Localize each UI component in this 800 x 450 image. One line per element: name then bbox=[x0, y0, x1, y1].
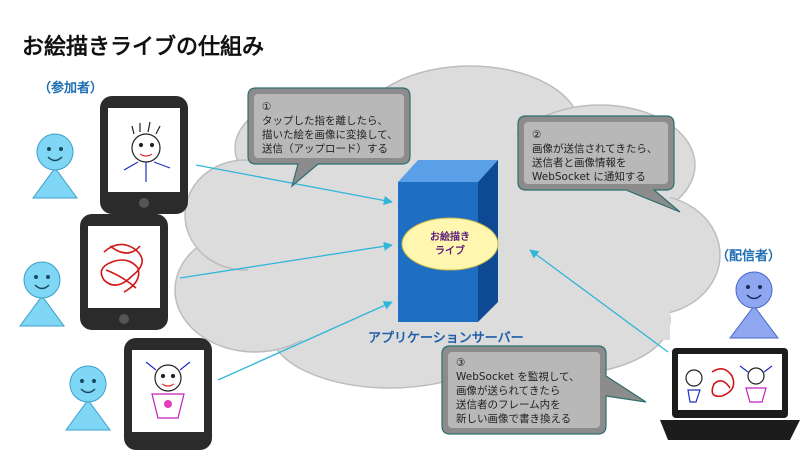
page-title: お絵描きライブの仕組み bbox=[22, 34, 264, 60]
callout-step3: ③ WebSocket を監視して、 画像が送られてきたら 送信者のフレーム内を… bbox=[441, 345, 647, 435]
callout-step2-line2: 送信者と画像情報を bbox=[532, 156, 627, 169]
app-name-line2: ライブ bbox=[435, 244, 465, 257]
app-name-line1: お絵描き bbox=[430, 230, 470, 243]
drawing-scribble bbox=[100, 243, 143, 293]
person-icon bbox=[729, 271, 779, 339]
callout-step3-line2: 画像が送られてきたら bbox=[456, 384, 560, 397]
callout-step1: ① タップした指を離したら、 描いた絵を画像に変換して、 送信（アップロード）す… bbox=[247, 87, 411, 188]
server-label: アプリケーションサーバー bbox=[368, 331, 524, 346]
callout-step3-number: ③ bbox=[456, 357, 465, 369]
drawing-character bbox=[145, 361, 191, 419]
smartphone-icon bbox=[80, 214, 168, 330]
callout-step2-line3: WebSocket に通知する bbox=[532, 170, 646, 183]
arrow-phone2-server bbox=[179, 241, 393, 279]
callout-step3-line4: 新しい画像で書き換える bbox=[456, 412, 571, 425]
person-icon bbox=[65, 365, 111, 431]
callout-step1-line2: 描いた絵を画像に変換して、 bbox=[262, 128, 398, 141]
app-name-oval bbox=[401, 217, 499, 271]
participants-label: （参加者） bbox=[38, 80, 103, 96]
arrow-phone3-server bbox=[217, 301, 393, 381]
laptop-screen-drawings bbox=[685, 365, 773, 403]
person-icon bbox=[19, 261, 65, 327]
callout-step1-line1: タップした指を離したら、 bbox=[262, 114, 388, 127]
callout-step1-number: ① bbox=[262, 101, 271, 113]
callout-step2: ② 画像が送信されてきたら、 送信者と画像情報を WebSocket に通知する bbox=[517, 115, 681, 213]
callout-step2-number: ② bbox=[532, 129, 541, 141]
smartphone-icon bbox=[100, 96, 188, 214]
callout-step3-line1: WebSocket を監視して、 bbox=[456, 370, 580, 383]
server-icon: お絵描き ライブ bbox=[398, 160, 499, 322]
callout-step2-line1: 画像が送信されてきたら、 bbox=[532, 142, 657, 155]
callout-step3-line3: 送信者のフレーム内を bbox=[456, 398, 561, 411]
drawing-face bbox=[123, 121, 171, 182]
arrow-laptop-server bbox=[529, 249, 669, 353]
smartphone-icon bbox=[124, 338, 212, 450]
laptop-icon bbox=[660, 348, 800, 440]
broadcaster-label: （配信者） bbox=[716, 248, 781, 264]
callout-step1-line3: 送信（アップロード）する bbox=[262, 142, 388, 155]
person-icon bbox=[32, 133, 78, 199]
